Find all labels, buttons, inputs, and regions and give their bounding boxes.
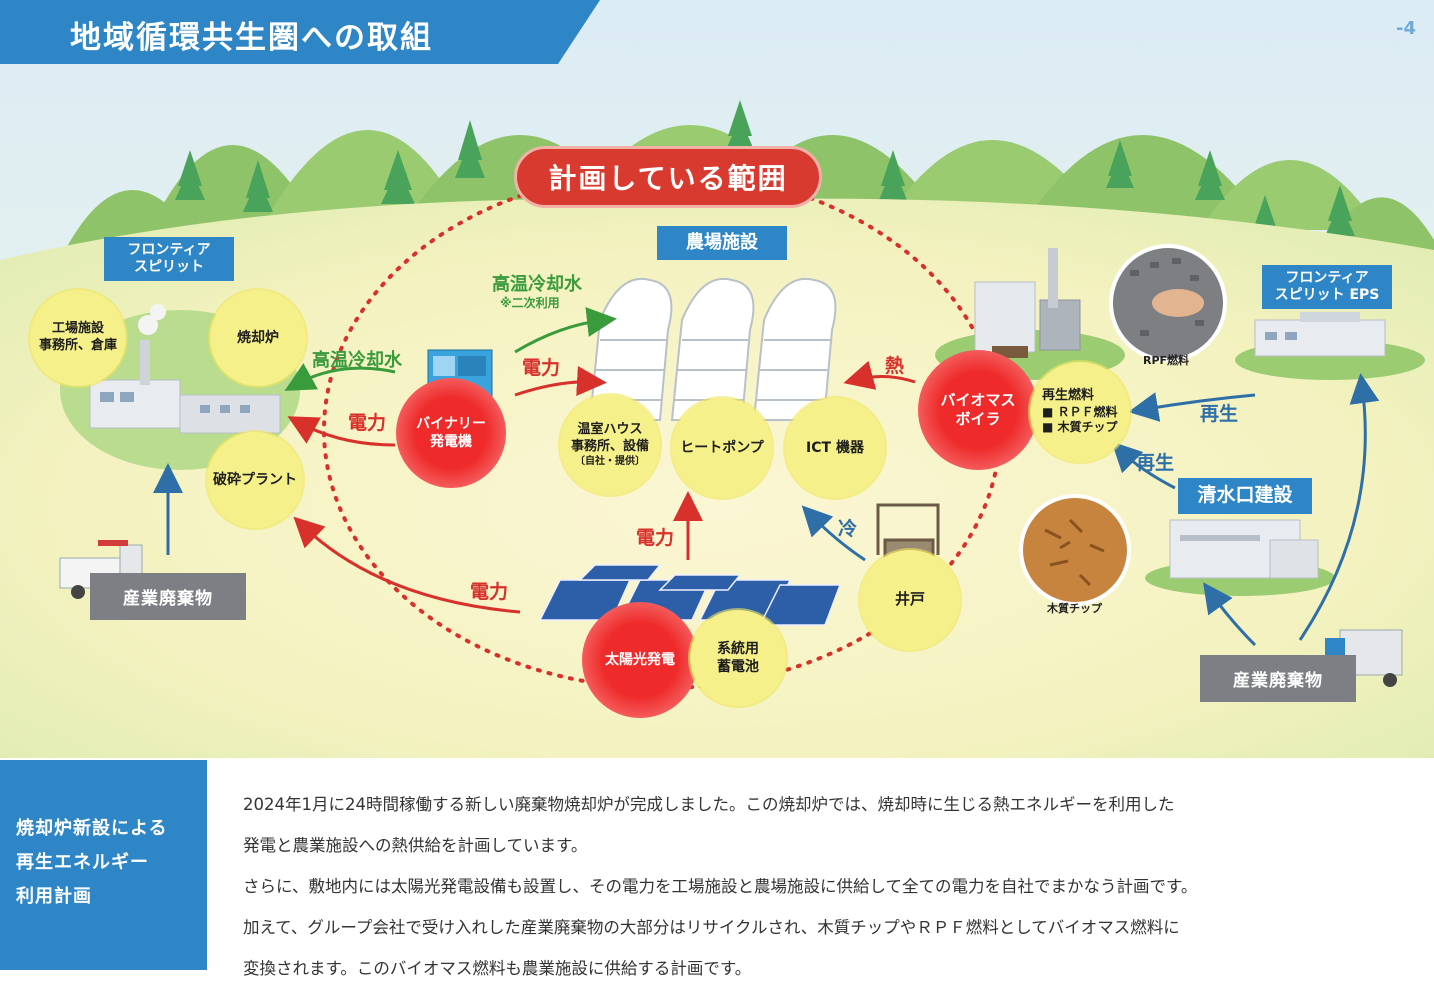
arrow-heat: [843, 360, 916, 390]
hot-water-top-label: 高温冷却水: [492, 274, 582, 295]
incinerator-circle: 焼却炉: [210, 290, 306, 386]
shimizuguchi-label: 清水口建設: [1178, 478, 1312, 514]
woodchip-photo-label: 木質チップ: [1047, 602, 1102, 615]
shimizuguchi-building: [1169, 519, 1319, 579]
body-line: 変換されます。このバイオマス燃料も農業施設に供給する計画です。: [243, 959, 752, 978]
body-text: 2024年1月に24時間稼働する新しい廃棄物焼却炉が完成しました。この焼却炉では…: [243, 784, 1413, 989]
arrow-recycle-eps: [1128, 392, 1256, 422]
body-line: さらに、敷地内には太陽光発電設備も設置し、その電力を工場施設と農場施設に供給して…: [243, 877, 1198, 896]
arrow-power-solar-left: [293, 516, 521, 614]
woodchip-photo: [1019, 494, 1131, 606]
power-top-label: 電力: [522, 357, 561, 379]
biomass-building: [974, 248, 1081, 358]
recycled-fuel-title: 再生燃料: [1042, 387, 1095, 403]
ict-circle: ICT 機器: [785, 398, 885, 498]
well-circle: 井戸: [860, 550, 960, 650]
arrow-hot-water-top: [514, 307, 617, 354]
arrow-waste-to-eps: [1298, 373, 1380, 641]
power-solar-up-label: 電力: [636, 527, 675, 549]
power-left-label: 電力: [348, 412, 387, 434]
arrow-hot-water-left: [284, 363, 396, 391]
arrow-recycle-shimizu: [1111, 441, 1176, 490]
bottom-heading: 焼却炉新設による 再生エネルギー 利用計画: [16, 812, 167, 914]
greenhouse-circle: 温室ハウス 事務所、設備 〔自社・提供〕: [560, 395, 660, 495]
farm-facility-label: 農場施設: [657, 226, 787, 260]
bottom-heading-line: 再生エネルギー: [16, 852, 149, 873]
title-banner: [0, 0, 600, 64]
recycled-fuel-circle: 再生燃料 ■ ＲＰＦ燃料 ■ 木質チップ: [1030, 362, 1130, 462]
recycled-fuel-item: ■ ＲＰＦ燃料: [1042, 404, 1118, 419]
body-line: 発電と農業施設への熱供給を計画しています。: [243, 836, 588, 855]
battery-circle: 系統用 蓄電池: [690, 610, 786, 706]
factory-circle: 工場施設 事務所、倉庫: [30, 290, 126, 386]
page-title: 地域循環共生圏への取組: [70, 20, 433, 56]
cold-label: 冷: [838, 518, 858, 540]
hot-water-note: ※二次利用: [500, 296, 560, 310]
factory-building: [89, 304, 281, 434]
trees: [175, 100, 1355, 248]
arrow-waste-to-shimizu: [1203, 582, 1257, 647]
page-number: -4: [1396, 18, 1416, 39]
recycle-label-2: 再生: [1136, 452, 1175, 474]
woodchip-texture: [1044, 518, 1105, 587]
biomass-boiler-circle: バイオマス ボイラ: [918, 350, 1038, 470]
hot-water-left-label: 高温冷却水: [312, 350, 402, 371]
recycled-fuel-item: ■ 木質チップ: [1042, 420, 1118, 435]
arrow-power-top: [514, 366, 607, 397]
heat-pump-circle: ヒートポンプ: [672, 398, 772, 498]
solar-circle: 太陽光発電: [582, 602, 698, 718]
bottom-heading-panel: [0, 760, 207, 970]
crushing-plant-circle: 破砕プラント: [207, 432, 303, 528]
arrow-power-left: [287, 416, 396, 447]
rpf-photo-label: RPF燃料: [1143, 354, 1190, 367]
bottom-heading-line: 利用計画: [16, 886, 92, 907]
greenhouse-note: 〔自社・提供〕: [575, 456, 645, 468]
frontier-spirit-eps-label: フロンティア スピリット EPS: [1262, 265, 1392, 309]
eps-building: [1254, 312, 1386, 357]
body-line: 加えて、グループ会社で受け入れした産業廃棄物の大部分はリサイクルされ、木質チップ…: [243, 918, 1180, 937]
plan-scope-label: 計画している範囲: [514, 146, 822, 208]
heat-label: 熱: [885, 355, 905, 377]
arrow-cold: [801, 505, 866, 562]
industrial-waste-right-label: 産業廃棄物: [1200, 655, 1356, 702]
recycle-label-1: 再生: [1200, 403, 1239, 425]
diagram-scene: 地域循環共生圏への取組 -4 計画している範囲 フロンティア スピリット フロン…: [0, 0, 1434, 758]
power-solar-left-label: 電力: [470, 581, 509, 603]
frontier-spirit-label: フロンティア スピリット: [104, 237, 234, 281]
body-line: 2024年1月に24時間稼働する新しい廃棄物焼却炉が完成しました。この焼却炉では…: [243, 795, 1175, 814]
greenhouse-label: 温室ハウス 事務所、設備: [570, 421, 649, 454]
rpf-pellets: [1130, 258, 1204, 336]
industrial-waste-left-label: 産業廃棄物: [90, 573, 246, 620]
bottom-heading-line: 焼却炉新設による: [16, 818, 168, 839]
binary-power-circle: バイナリー 発電機: [396, 378, 506, 488]
